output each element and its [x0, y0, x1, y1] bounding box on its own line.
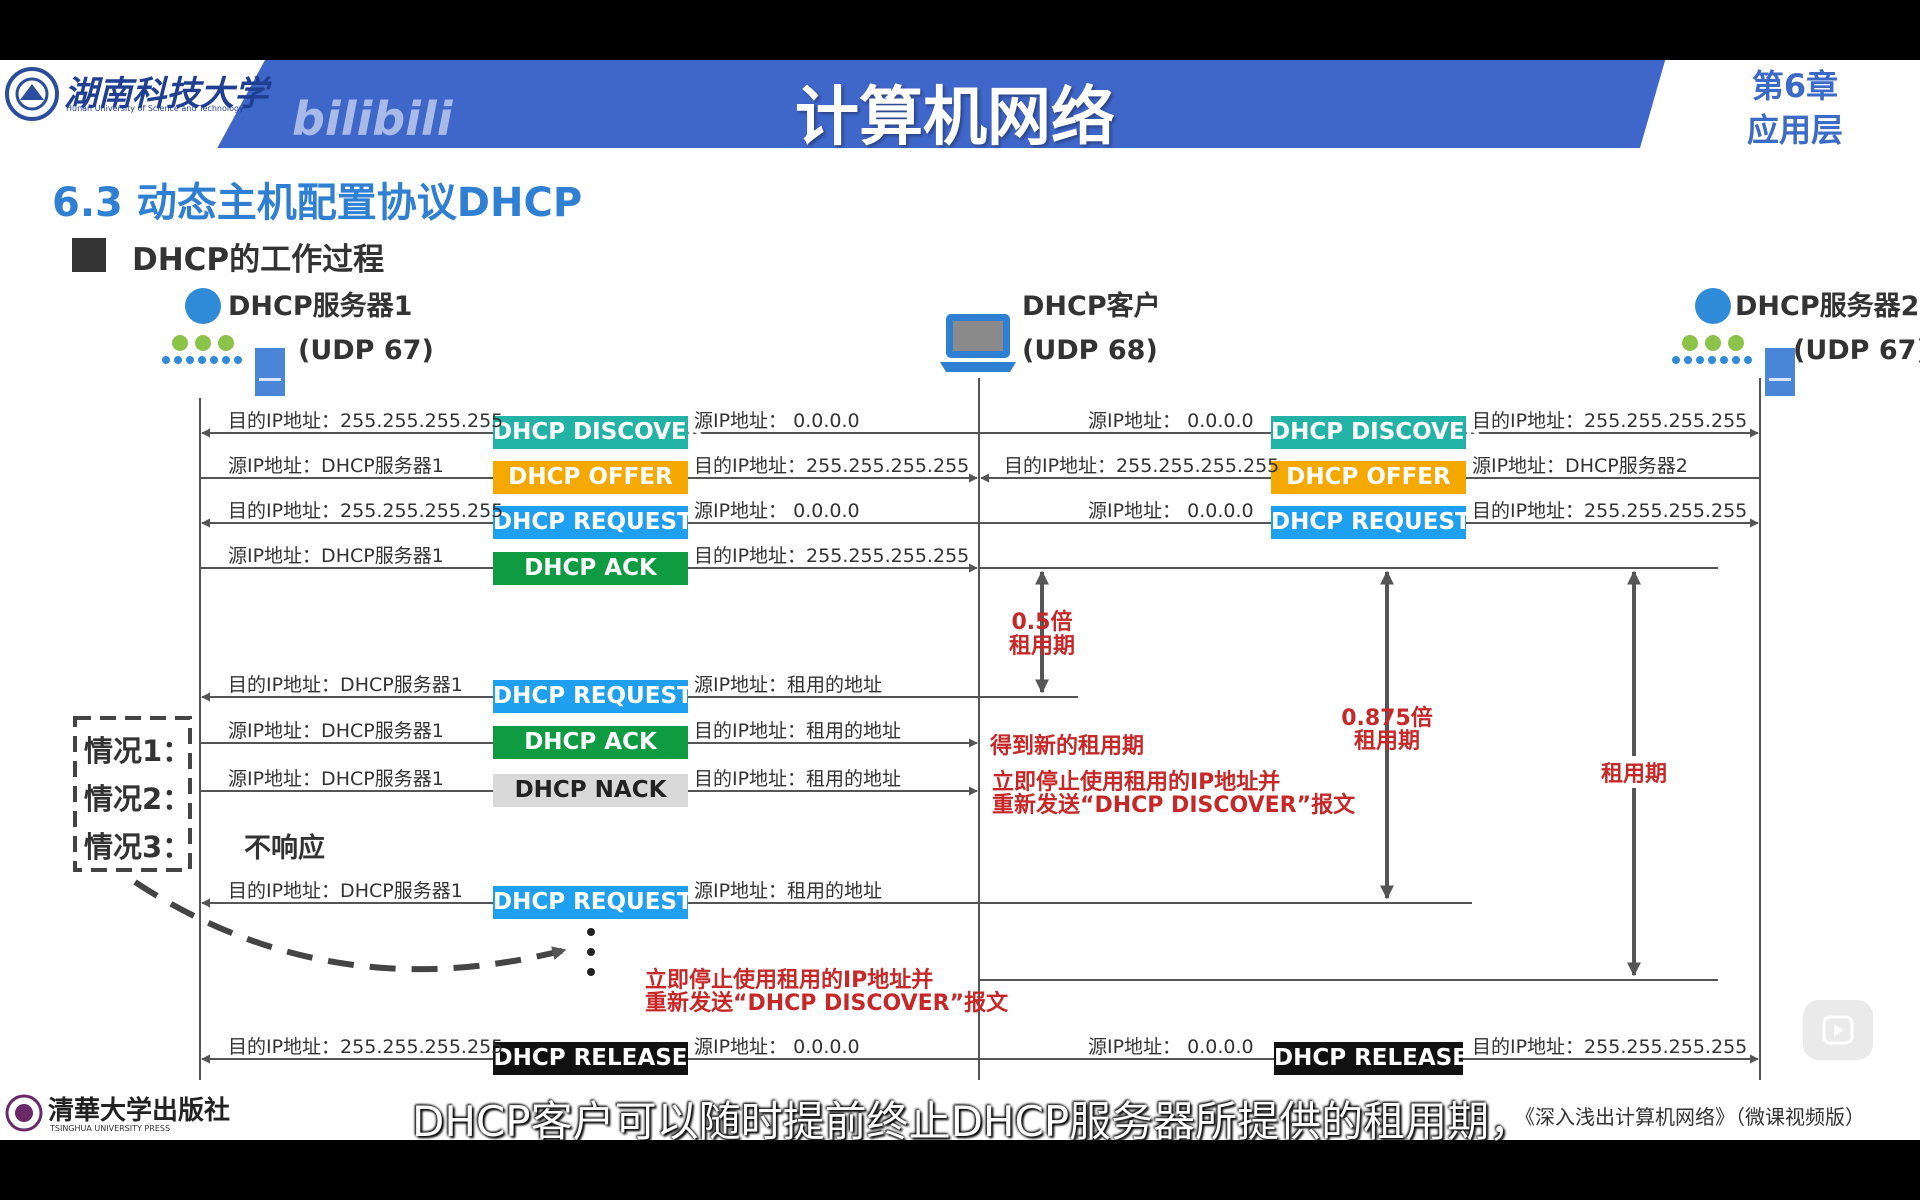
release-left-dst: 目的IP地址：255.255.255.255 [228, 1036, 504, 1058]
renew-request-packet: DHCP REQUEST [493, 680, 693, 713]
b875-label-2: 租用期 [1353, 729, 1420, 754]
publisher-name: 清華大学出版社 [48, 1096, 231, 1126]
discover-right-packet: DHCP DISCOVER [1271, 416, 1482, 449]
play-icon [1822, 1015, 1854, 1045]
video-caption: DHCP客户可以随时提前终止DHCP服务器所提供的租用期， [412, 1097, 1532, 1146]
case3-dashed-arrow [133, 879, 567, 973]
discover-right-src: 源IP地址： 0.0.0.0 [1088, 410, 1254, 432]
expire-note-line2: 重新发送“DHCP DISCOVER”报文 [645, 991, 1009, 1016]
server2-name: DHCP服务器2 [1735, 291, 1920, 322]
new-lease-note: 得到新的租用期 [990, 734, 1145, 759]
university-emblem-icon [5, 67, 59, 121]
chapter-area [1640, 60, 1920, 148]
request-right-dst: 目的IP地址：255.255.255.255 [1472, 500, 1748, 522]
case2-label: 情况2： [84, 782, 192, 816]
publisher-emblem-icon [5, 1094, 43, 1132]
discover-left-src: 源IP地址： 0.0.0.0 [694, 410, 860, 432]
rebind-request-packet: DHCP REQUEST [493, 886, 693, 919]
discover-left-packet: DHCP DISCOVER [493, 416, 704, 449]
server1-icon [162, 288, 285, 396]
lease-label: 租用期 [1592, 756, 1676, 788]
offer-left-dst: 目的IP地址：255.255.255.255 [694, 455, 970, 477]
bilibili-watermark: bilibili [292, 92, 453, 146]
server2-icon [1672, 288, 1795, 396]
no-response-label: 不响应 [244, 833, 325, 864]
ack-left-packet: DHCP ACK [493, 552, 688, 585]
client-name: DHCP客户 [1022, 291, 1161, 322]
request-left-dst: 目的IP地址：255.255.255.255 [228, 500, 504, 522]
ack-left-src: 源IP地址：DHCP服务器1 [228, 545, 444, 567]
expire-note-line1: 立即停止使用租用的IP地址并 [645, 968, 934, 993]
section-title: 6.3 动态主机配置协议DHCP [52, 180, 583, 226]
client-laptop-icon [940, 314, 1016, 372]
case2-nack-packet: DHCP NACK [493, 774, 688, 807]
case3-label: 情况3： [84, 830, 192, 864]
subheading: DHCP的工作过程 [132, 242, 385, 278]
ack-left-dst: 目的IP地址：255.255.255.255 [694, 545, 970, 567]
rebind-request-dst: 目的IP地址：DHCP服务器1 [228, 880, 463, 902]
channel-tag: 湖科大教书匠 [34, 124, 214, 159]
offer-left-src: 源IP地址：DHCP服务器1 [228, 455, 444, 477]
request-right-src: 源IP地址： 0.0.0.0 [1088, 500, 1254, 522]
case1-ack-src: 源IP地址：DHCP服务器1 [228, 720, 444, 742]
offer-right-src: 源IP地址：DHCP服务器2 [1472, 455, 1688, 477]
book-title: 《深入浅出计算机网络》（微课视频版） [1515, 1105, 1865, 1129]
nack-note-line2: 重新发送“DHCP DISCOVER”报文 [992, 793, 1356, 818]
case1-label: 情况1： [84, 734, 192, 768]
university-subname: Hunan University of Science and Technolo… [66, 104, 244, 113]
renew-request-dst: 目的IP地址：DHCP服务器1 [228, 674, 463, 696]
chapter-number: 第6章 [1751, 67, 1839, 105]
nack-note-line1: 立即停止使用租用的IP地址并 [992, 770, 1281, 795]
half-lease-label-2: 租用期 [1008, 634, 1075, 659]
publisher-subname: TSINGHUA UNIVERSITY PRESS [50, 1124, 171, 1133]
release-left-packet: DHCP RELEASE [493, 1042, 688, 1075]
ellipsis-dot-1 [587, 928, 595, 936]
offer-left-packet: DHCP OFFER [493, 461, 688, 494]
university-name: 湖南科技大学 [64, 74, 268, 114]
chapter-name: 应用层 [1746, 111, 1843, 149]
release-left-src: 源IP地址： 0.0.0.0 [694, 1036, 860, 1058]
course-title: 计算机网络 [795, 81, 1115, 155]
b875-label-1: 0.875倍 [1341, 706, 1433, 731]
renew-request-src: 源IP地址：租用的地址 [694, 674, 883, 696]
case2-nack-dst: 目的IP地址：租用的地址 [694, 768, 902, 790]
case1-ack-packet: DHCP ACK [493, 726, 688, 759]
client-port: (UDP 68) [1022, 335, 1158, 366]
slide-background [0, 60, 1920, 1140]
offer-right-packet: DHCP OFFER [1271, 461, 1466, 494]
discover-right-dst: 目的IP地址：255.255.255.255 [1472, 410, 1748, 432]
release-right-src: 源IP地址： 0.0.0.0 [1088, 1036, 1254, 1058]
case1-ack-dst: 目的IP地址：租用的地址 [694, 720, 902, 742]
server2-port: (UDP 67) [1793, 335, 1920, 366]
request-right-packet: DHCP REQUEST [1271, 506, 1471, 539]
release-right-dst: 目的IP地址：255.255.255.255 [1472, 1036, 1748, 1058]
offer-right-dst: 目的IP地址：255.255.255.255 [1004, 455, 1280, 477]
subheading-bullet [72, 238, 106, 272]
case2-nack-src: 源IP地址：DHCP服务器1 [228, 768, 444, 790]
request-left-src: 源IP地址： 0.0.0.0 [694, 500, 860, 522]
play-button[interactable] [1803, 1000, 1873, 1060]
request-left-packet: DHCP REQUEST [493, 506, 693, 539]
ellipsis-dot-3 [587, 968, 595, 976]
ellipsis-dot-2 [587, 948, 595, 956]
server1-name: DHCP服务器1 [228, 291, 413, 322]
discover-left-dst: 目的IP地址：255.255.255.255 [228, 410, 504, 432]
rebind-request-src: 源IP地址：租用的地址 [694, 880, 883, 902]
title-banner [0, 60, 1920, 148]
half-lease-label-1: 0.5倍 [1011, 610, 1073, 635]
cases-box [73, 716, 192, 872]
server1-port: (UDP 67) [298, 335, 434, 366]
release-right-packet: DHCP RELEASE [1274, 1042, 1468, 1075]
